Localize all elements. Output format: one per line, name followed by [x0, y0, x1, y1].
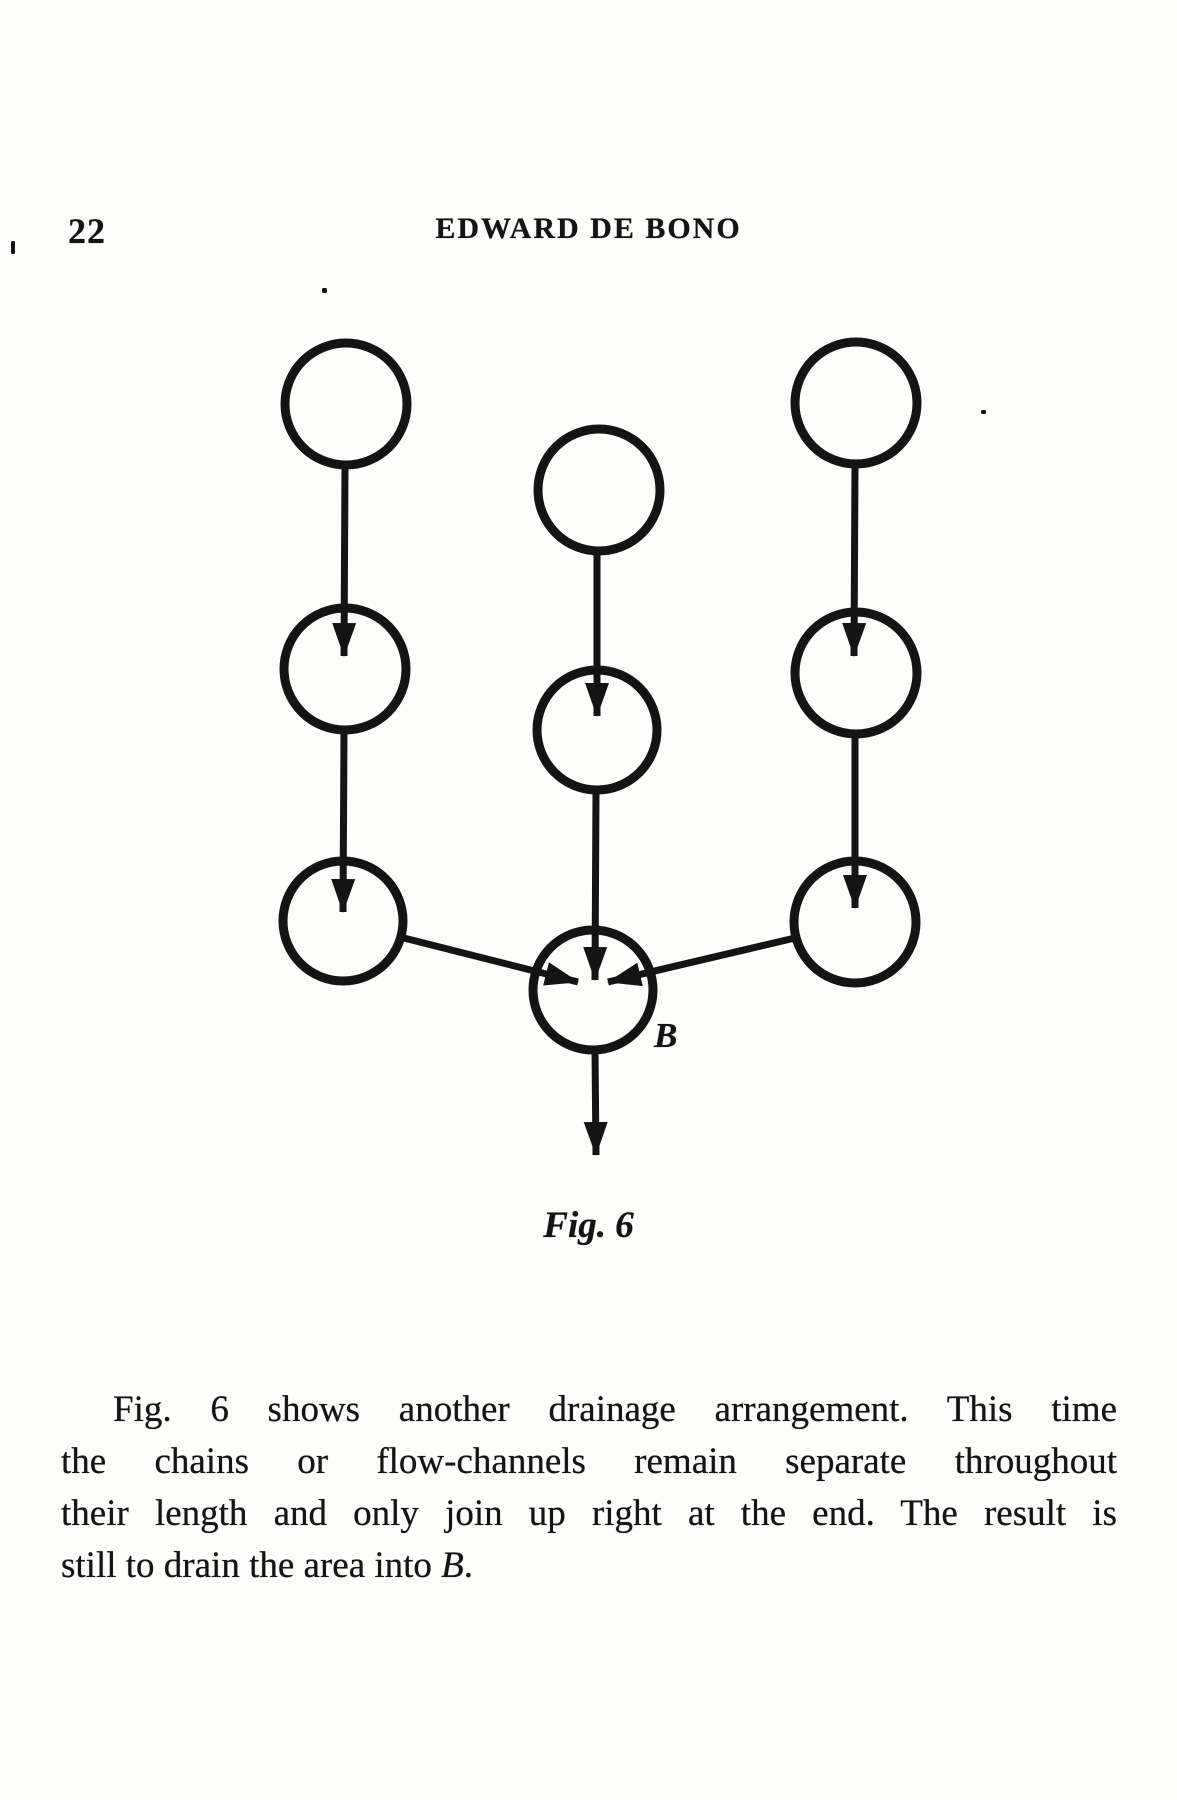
flow-arrow — [583, 1050, 608, 1156]
paragraph-line-period: . — [463, 1545, 474, 1586]
flow-node — [280, 338, 412, 470]
flow-arrow — [607, 934, 796, 987]
flow-arrow — [332, 465, 357, 657]
paragraph-line: the chains or flow-channels remain separ… — [61, 1441, 1117, 1482]
page-number: 22 — [68, 211, 106, 251]
flow-node — [533, 424, 665, 556]
flow-arrow — [331, 730, 356, 913]
flow-node — [279, 603, 411, 735]
scan-speck — [322, 288, 327, 293]
flow-node — [790, 607, 922, 739]
flow-node — [278, 856, 408, 986]
paragraph-line: Fig. 6 shows another drainage arrangemen… — [113, 1389, 1117, 1430]
paragraph-line-text: still to drain the area into — [61, 1545, 442, 1586]
running-header: EDWARD DE BONO — [435, 212, 742, 245]
scan-speck — [981, 410, 986, 414]
node-label-b: B — [654, 1016, 678, 1055]
paragraph-line: their length and only join up right at t… — [61, 1493, 1117, 1534]
flow-arrow — [842, 464, 867, 657]
flow-node — [528, 925, 658, 1055]
flow-node — [790, 337, 922, 469]
flow-arrow — [583, 790, 608, 981]
paragraph-line: still to drain the area into B. — [61, 1540, 1117, 1592]
flow-node — [789, 856, 921, 988]
figure-caption: Fig. 6 — [543, 1205, 634, 1246]
paragraph-line-italic-b: B — [441, 1545, 464, 1586]
body-paragraph: Fig. 6 shows another drainage arrangemen… — [61, 1384, 1117, 1592]
flow-arrow — [399, 933, 579, 986]
flow-node — [532, 665, 662, 795]
scan-speck — [11, 241, 15, 254]
